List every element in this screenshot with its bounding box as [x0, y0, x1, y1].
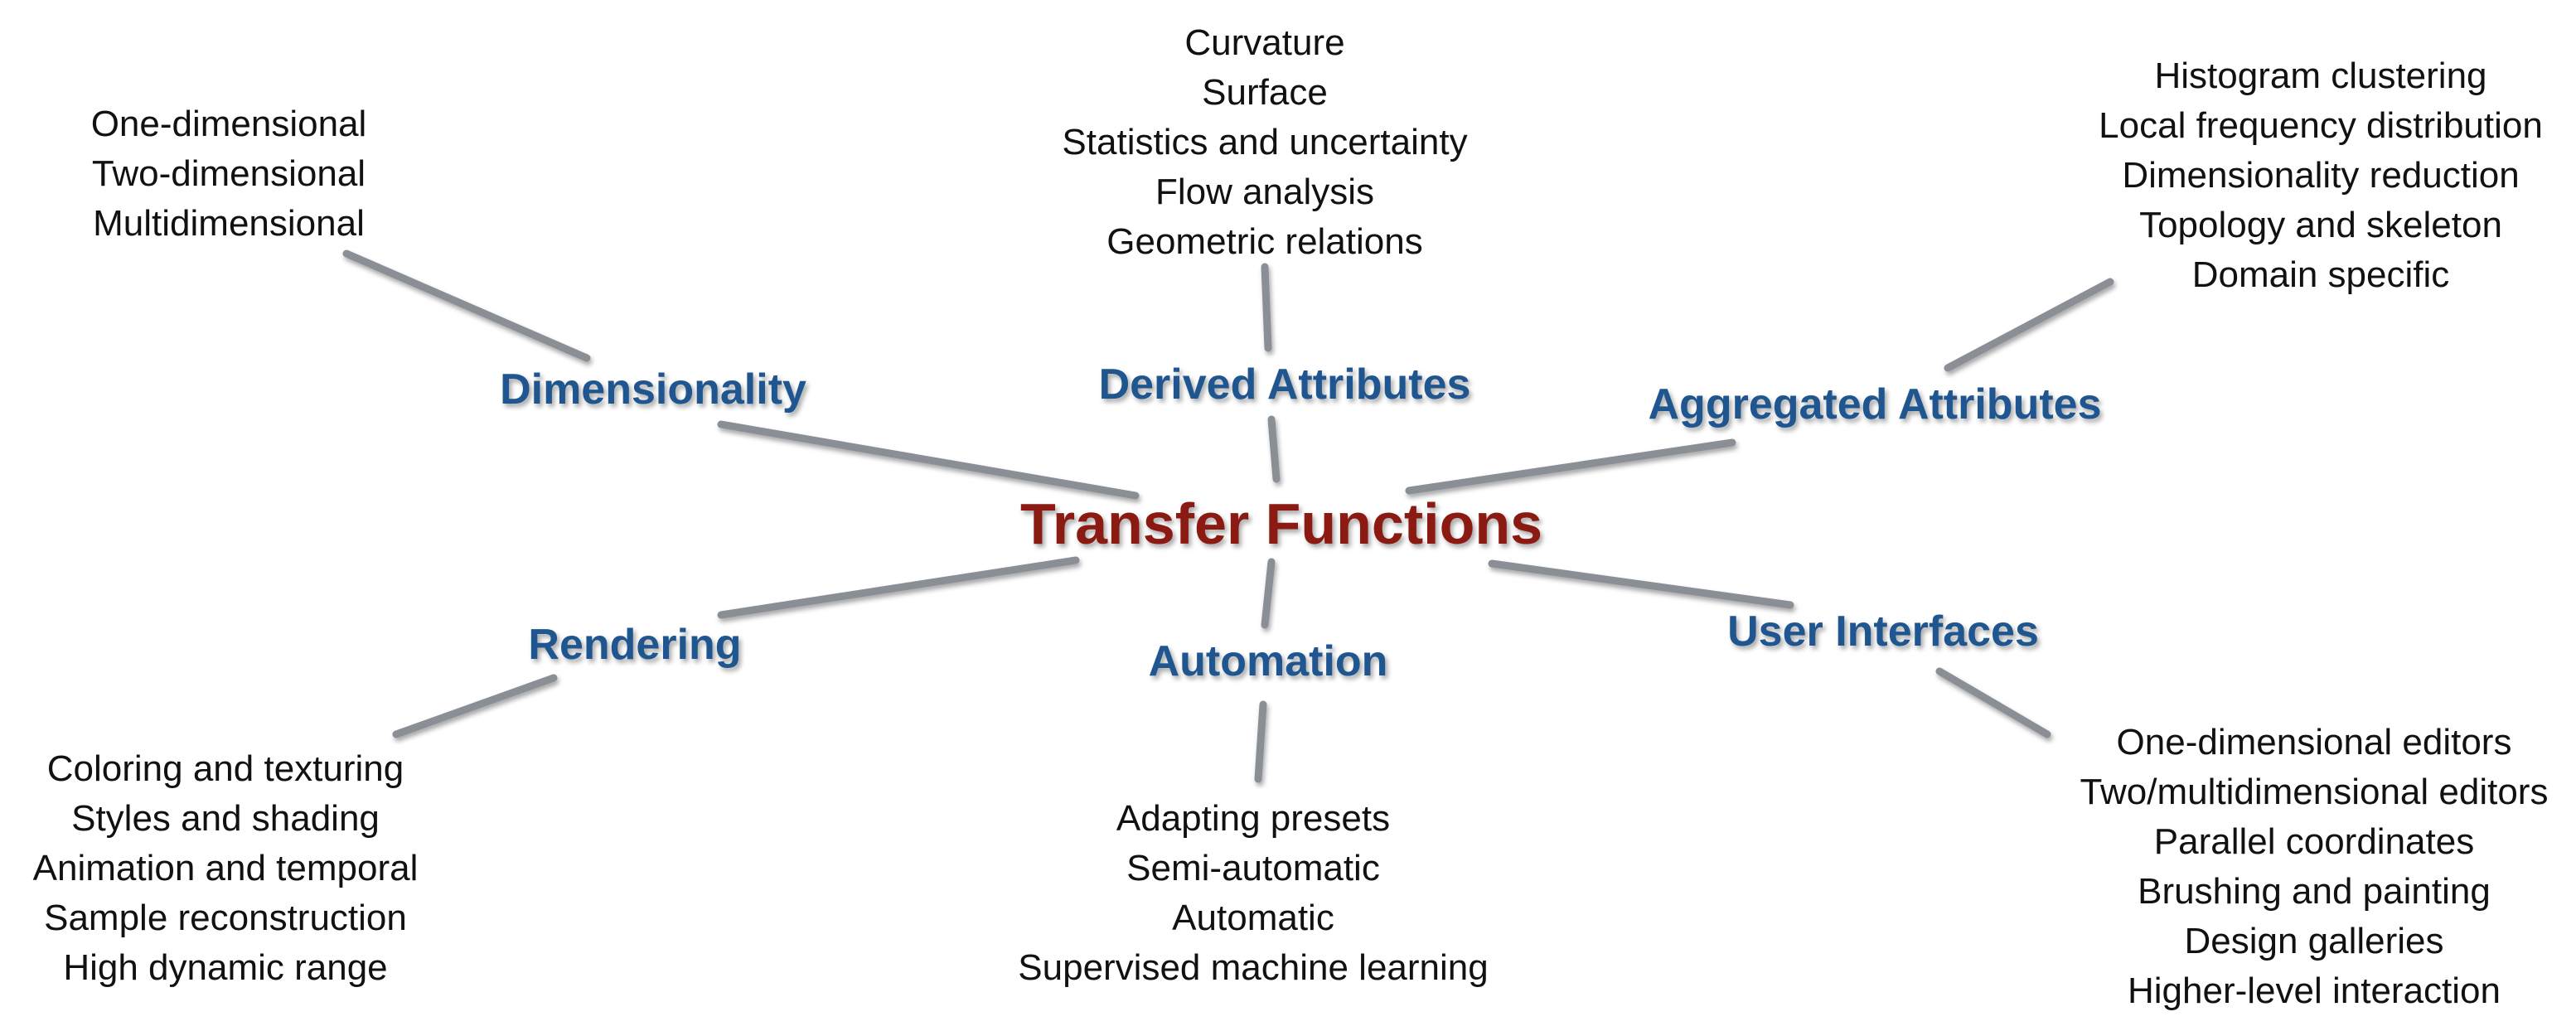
list-item: Supervised machine learning — [1018, 947, 1489, 988]
list-item: Statistics and uncertainty — [1062, 122, 1468, 162]
list-item: Animation and temporal — [32, 848, 419, 888]
list-item: Flow analysis — [1155, 172, 1375, 212]
list-item: One-dimensional — [90, 104, 367, 144]
connector-center-rendering — [717, 556, 1080, 619]
connector-center-dimensionality — [717, 420, 1140, 500]
list-item: Sample reconstruction — [44, 898, 407, 938]
category-rendering-label: Rendering — [528, 621, 742, 669]
connector-dimensionality-items — [342, 249, 591, 362]
category-dimensionality-label: Dimensionality — [500, 365, 806, 414]
connector-center-aggregated — [1405, 438, 1736, 495]
list-item: Domain specific — [2191, 254, 2450, 295]
automation-item-list: Adapting presets Semi-automatic Automati… — [1018, 794, 1488, 993]
list-item: Semi-automatic — [1126, 848, 1380, 888]
list-item: Topology and skeleton — [2139, 205, 2502, 245]
connector-center-automation — [1261, 558, 1276, 629]
list-item: Dimensionality reduction — [2122, 155, 2520, 196]
list-item: Brushing and painting — [2138, 871, 2491, 912]
list-item: Geometric relations — [1106, 221, 1423, 262]
list-item: Parallel coordinates — [2153, 821, 2475, 862]
list-item: High dynamic range — [63, 947, 388, 988]
category-automation-label: Automation — [1148, 637, 1388, 685]
user-interfaces-item-list: One-dimensional editors Two/multidimensi… — [2080, 718, 2549, 1016]
rendering-item-list: Coloring and texturing Styles and shadin… — [33, 744, 419, 993]
connector-automation-items — [1254, 700, 1267, 783]
list-item: Multidimensional — [93, 203, 365, 244]
dimensionality-item-list: One-dimensional Two-dimensional Multidim… — [91, 99, 367, 249]
connector-user-interfaces-items — [1935, 667, 2051, 738]
list-item: Surface — [1202, 72, 1328, 113]
list-item: Curvature — [1184, 22, 1345, 63]
list-item: Histogram clustering — [2154, 56, 2487, 96]
derived-attributes-item-list: Curvature Surface Statistics and uncerta… — [1062, 18, 1467, 267]
list-item: Coloring and texturing — [46, 748, 404, 789]
aggregated-attributes-item-list: Histogram clustering Local frequency dis… — [2099, 51, 2543, 300]
connector-center-user-interfaces — [1488, 559, 1794, 609]
connector-center-derived — [1267, 415, 1281, 483]
list-item: Local frequency distribution — [2099, 105, 2543, 146]
connector-derived-items — [1261, 263, 1272, 352]
list-item: Adapting presets — [1116, 798, 1391, 839]
connector-aggregated-items — [1944, 278, 2114, 372]
category-aggregated-attributes-label: Aggregated Attributes — [1648, 380, 2102, 428]
list-item: Two-dimensional — [91, 153, 366, 194]
list-item: Two/multidimensional editors — [2080, 772, 2549, 812]
list-item: One-dimensional editors — [2116, 722, 2512, 762]
category-user-interfaces-label: User Interfaces — [1727, 607, 2039, 656]
connector-rendering-items — [392, 674, 558, 738]
list-item: Design galleries — [2184, 921, 2444, 961]
list-item: Automatic — [1172, 898, 1334, 938]
category-derived-attributes-label: Derived Attributes — [1098, 361, 1471, 409]
list-item: Higher-level interaction — [2127, 970, 2501, 1011]
list-item: Styles and shading — [71, 798, 380, 839]
center-node-title: Transfer Functions — [1019, 491, 1543, 556]
